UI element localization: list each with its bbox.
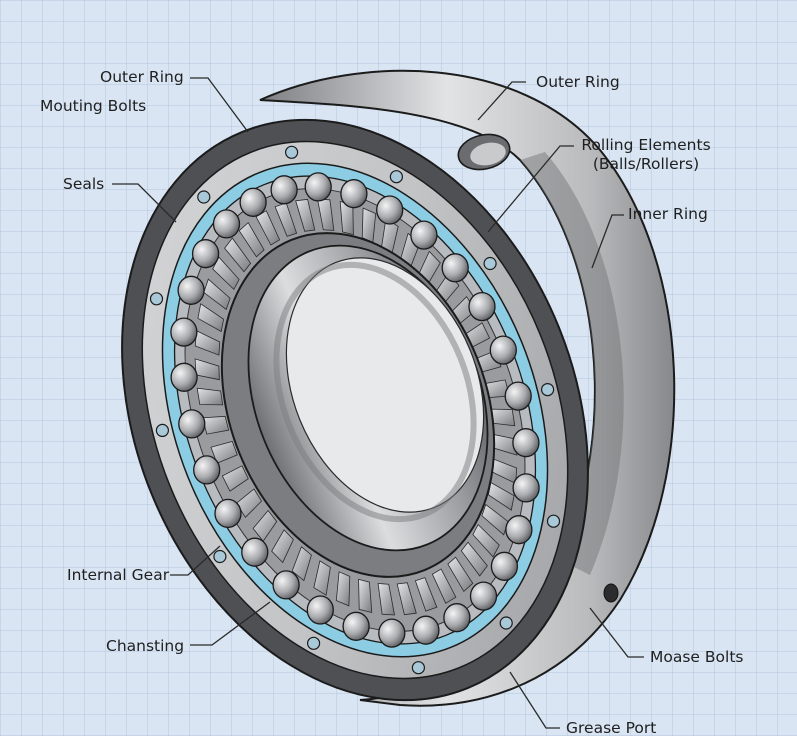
gear-tooth <box>431 568 457 604</box>
bolt <box>499 616 513 630</box>
gear-tooth <box>358 578 373 614</box>
gear-tooth <box>447 556 474 593</box>
leader-outer-ring-right <box>477 81 526 121</box>
roller <box>342 611 370 641</box>
roller <box>504 381 532 411</box>
internal-gear-teeth <box>194 198 518 616</box>
bolt <box>540 383 555 397</box>
roller <box>376 195 404 225</box>
roller <box>469 581 498 611</box>
gear-tooth <box>361 207 377 243</box>
grease-port-hole <box>603 583 619 603</box>
gear-tooth <box>396 582 417 616</box>
bolt <box>149 292 164 306</box>
label-outer-ring-left: Outer Ring <box>100 68 184 86</box>
leader-seals <box>112 183 177 223</box>
leader-internal-gear <box>170 545 221 576</box>
roller <box>306 595 334 625</box>
roller <box>239 187 267 217</box>
leader-chansting <box>190 601 271 646</box>
outer-ring-side-shade <box>520 152 624 575</box>
label-inner-ring: Inner Ring <box>628 205 708 223</box>
bolt <box>546 514 561 528</box>
bolt <box>197 190 211 204</box>
gear-tooth <box>295 198 316 232</box>
roller <box>178 409 206 439</box>
gear-tooth <box>377 583 395 616</box>
bolt <box>307 636 321 650</box>
mounting-bolts <box>149 145 561 675</box>
roller <box>340 179 368 209</box>
gear-tooth <box>197 303 225 333</box>
leader-rolling-elements <box>487 145 574 233</box>
bolt <box>389 170 403 184</box>
leader-outer-ring-left <box>190 77 249 133</box>
label-seals: Seals <box>63 175 105 193</box>
label-rolling-elements: Rolling Elements (Balls/Rollers) <box>578 136 714 175</box>
gear-tooth <box>255 210 281 246</box>
gear-tooth <box>221 465 249 492</box>
roller <box>214 498 242 529</box>
gear-tooth <box>271 529 294 564</box>
outer-ring-mount-hole-inner <box>470 142 506 166</box>
gear-tooth <box>460 541 488 577</box>
roller <box>212 209 241 239</box>
roller <box>512 428 540 458</box>
gear-tooth <box>210 440 238 464</box>
roller <box>304 172 332 202</box>
gear-tooth <box>335 571 351 607</box>
gear-tooth <box>317 198 335 231</box>
bolt <box>411 661 425 675</box>
label-chansting: Chansting <box>106 637 185 655</box>
bolt <box>285 145 299 159</box>
rolling-elements <box>170 172 540 648</box>
roller <box>177 275 205 305</box>
label-mounting-bolts: Mouting Bolts <box>40 97 147 115</box>
label-moase-bolts: Moase Bolts <box>650 648 744 666</box>
roller <box>443 603 471 633</box>
label-rolling-elements-line2: (Balls/Rollers) <box>592 155 700 174</box>
roller <box>412 615 440 645</box>
gear-tooth <box>481 503 509 536</box>
bolt <box>483 256 497 271</box>
gear-tooth <box>291 546 312 582</box>
gear-tooth <box>414 577 438 612</box>
roller <box>505 515 533 545</box>
bolt <box>155 423 169 437</box>
gear-tooth <box>252 509 278 542</box>
label-rolling-elements-line1: Rolling Elements <box>581 136 711 154</box>
roller <box>441 253 469 283</box>
roller <box>270 175 298 205</box>
inner-ring-bore-back-shade <box>273 261 477 523</box>
roller <box>191 239 220 269</box>
gear-tooth <box>224 237 252 273</box>
gear-tooth <box>194 358 220 381</box>
label-grease-port: Grease Port <box>566 719 657 736</box>
roller <box>490 551 519 581</box>
gear-tooth <box>487 481 515 511</box>
label-outer-ring-right: Outer Ring <box>536 73 620 91</box>
roller <box>272 570 300 600</box>
roller <box>512 473 540 503</box>
leader-inner-ring <box>591 214 624 269</box>
leader-moase-bolts <box>589 607 644 658</box>
roller <box>193 455 221 485</box>
gear-tooth <box>238 221 265 258</box>
leader-grease-port <box>509 671 560 729</box>
roller <box>378 618 406 648</box>
gear-tooth <box>472 523 500 558</box>
gear-tooth <box>203 278 231 311</box>
roller <box>489 335 517 365</box>
gear-tooth <box>313 560 331 596</box>
bolt <box>213 549 227 564</box>
roller <box>468 291 496 322</box>
roller <box>410 220 438 250</box>
gear-tooth <box>196 387 224 406</box>
roller <box>170 317 198 347</box>
roller <box>170 362 198 392</box>
label-internal-gear: Internal Gear <box>67 566 170 584</box>
roller <box>241 537 269 567</box>
